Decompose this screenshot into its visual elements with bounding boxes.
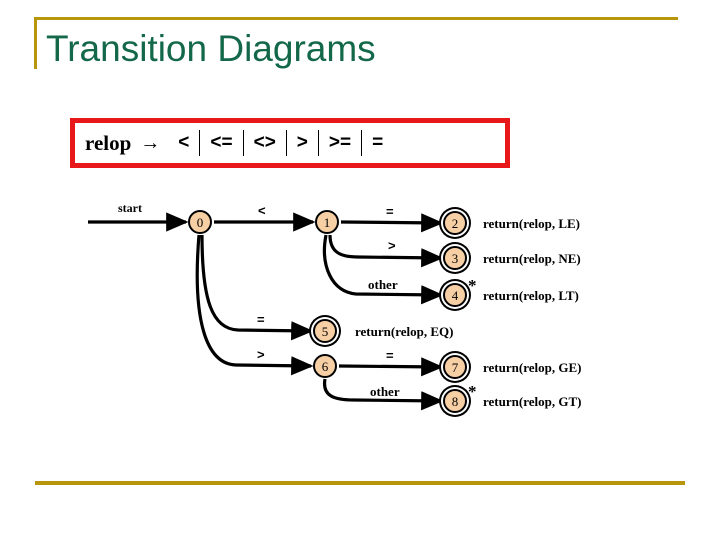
grammar-separator-bar (199, 130, 201, 156)
edge-label: other (370, 384, 400, 399)
edge-label: > (257, 347, 265, 362)
state-node-6: 6 (313, 354, 337, 378)
grammar-separator-bar (317, 130, 319, 156)
grammar-rule-text: relop → < <= <> > >= = (75, 130, 393, 156)
grammar-alternative-0: < (178, 132, 190, 153)
grammar-alternative-1: <= (210, 132, 233, 153)
left-accent-rule (34, 17, 37, 69)
grammar-separator-bar (242, 130, 244, 156)
action-label-state-7: return(relop, GE) (483, 360, 582, 375)
state-node-4: 4 (443, 283, 467, 307)
state-node-0: 0 (188, 210, 212, 234)
action-label-state-4: return(relop, LT) (483, 288, 579, 303)
action-label-state-8: return(relop, GT) (483, 394, 582, 409)
state-node-3: 3 (443, 246, 467, 270)
grammar-rule-box: relop → < <= <> > >= = (70, 118, 510, 168)
grammar-separator-bar (361, 130, 363, 156)
retract-star-icon-8: * (468, 382, 477, 401)
retract-star-icon-4: * (468, 276, 477, 295)
grammar-alternative-4: >= (328, 132, 352, 153)
edge-label: other (368, 277, 398, 292)
grammar-separator-bar (285, 130, 287, 156)
grammar-alternative-3: > (296, 132, 308, 153)
grammar-nonterminal: relop (85, 130, 132, 155)
state-node-5: 5 (313, 319, 337, 343)
bottom-accent-rule (35, 481, 685, 485)
action-label-state-5: return(relop, EQ) (355, 324, 454, 339)
produces-arrow-icon: → (140, 131, 161, 154)
start-label: start (118, 201, 142, 215)
edge-6-to-7 (338, 357, 444, 377)
grammar-alternative-2: <> (253, 132, 276, 153)
top-accent-rule (34, 17, 678, 20)
edge-label: = (386, 204, 394, 219)
state-node-8: 8 (443, 389, 467, 413)
grammar-alternative-5: = (372, 132, 384, 153)
action-label-state-2: return(relop, LE) (483, 216, 581, 231)
state-node-2: 2 (443, 211, 467, 235)
page-title: Transition Diagrams (46, 28, 376, 69)
state-node-1: 1 (315, 210, 339, 234)
edge-1-to-2 (340, 213, 444, 233)
action-label-state-3: return(relop, NE) (483, 251, 581, 266)
edge-label: = (257, 312, 265, 327)
state-node-7: 7 (443, 355, 467, 379)
edge-label: < (258, 203, 266, 218)
edge-label: = (386, 348, 394, 363)
edge-1-to-3 (328, 234, 444, 268)
edge-label: > (388, 238, 396, 253)
edge-0-to-6 (195, 234, 314, 376)
